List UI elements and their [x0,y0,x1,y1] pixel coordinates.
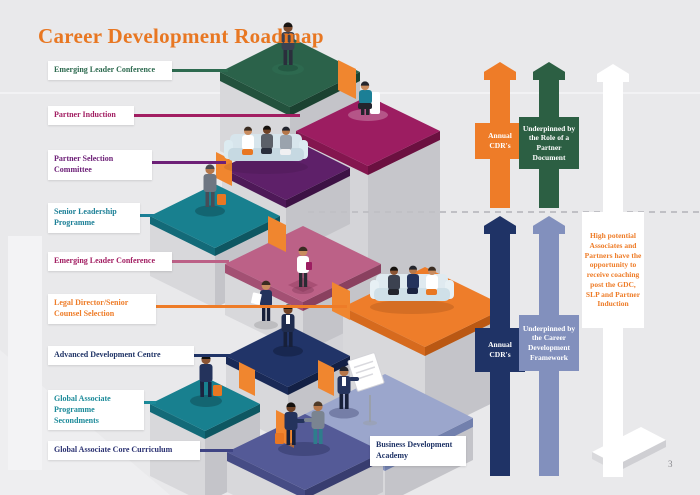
connector-line [170,69,228,72]
milestone-global-associate-core-curriculum: Global Associate Core Curriculum [48,441,200,460]
milestone-global-associate-secondments: Global Associate Programme Secondments [48,390,144,431]
figure-woman-pink-platform [292,246,314,294]
figure-presenter [329,366,359,419]
arrow-career-development-framework: Underpinned by the Career Development Fr… [519,216,579,476]
arrow-annual-cdrs-lower: Annual CDR's [475,216,525,476]
page-title: Career Development Roadmap [38,24,324,48]
arrow-label: Underpinned by the Role of a Partner Doc… [519,117,579,169]
milestone-emerging-leader-conference: Emerging Leader Conference [48,61,172,80]
page-number: 3 [668,459,673,469]
arrow-coaching-note: High potential Associates and Partners h… [582,64,644,477]
connector-line [144,401,156,404]
arrow-head [484,216,516,234]
milestone-senior-leadership-programme: Senior Leadership Programme [48,203,140,233]
connector-line [152,161,226,164]
business-development-academy-label: Business Development Academy [370,436,466,466]
figure-businesswoman-green [272,22,304,75]
arrow-annual-cdrs-upper: Annual CDR's [475,62,525,208]
arrow-head [533,62,565,80]
milestone-partner-induction: Partner Induction [48,106,134,125]
arrow-label: Annual CDR's [475,328,525,372]
couch-group-legal-director [370,265,454,314]
figure-man-briefcase-teal [195,164,226,217]
arrow-head [533,216,565,234]
milestone-partner-selection-committee: Partner Selection Committee [48,150,152,180]
connector-line [156,305,347,308]
flipchart-and-presenter [329,352,385,426]
connector-line [134,114,300,117]
arrow-head [484,62,516,80]
figure-handshake-pair [275,401,330,456]
arrow-label: High potential Associates and Partners h… [582,212,644,328]
figure-seated-woman-magenta [348,81,388,121]
milestone-legal-director-selection: Legal Director/Senior Counsel Selection [48,294,156,324]
couch-group-partner-selection [224,125,308,174]
arrow-label: Annual CDR's [475,123,525,159]
connector-line [194,354,230,357]
platform-core-curriculum [227,414,383,495]
figure-clipboard-man [251,280,278,330]
connector-line [200,449,233,452]
milestone-advanced-development-centre: Advanced Development Centre [48,346,194,365]
arrow-label: Underpinned by the Career Development Fr… [519,315,579,371]
connector-line [140,214,154,217]
figure-walking-man-secondments [190,354,222,407]
connector-line [170,260,229,263]
arrow-head [597,64,629,82]
arrow-partner-document: Underpinned by the Role of a Partner Doc… [519,62,579,208]
milestone-emerging-leader-conference-2: Emerging Leader Conference [48,252,172,271]
